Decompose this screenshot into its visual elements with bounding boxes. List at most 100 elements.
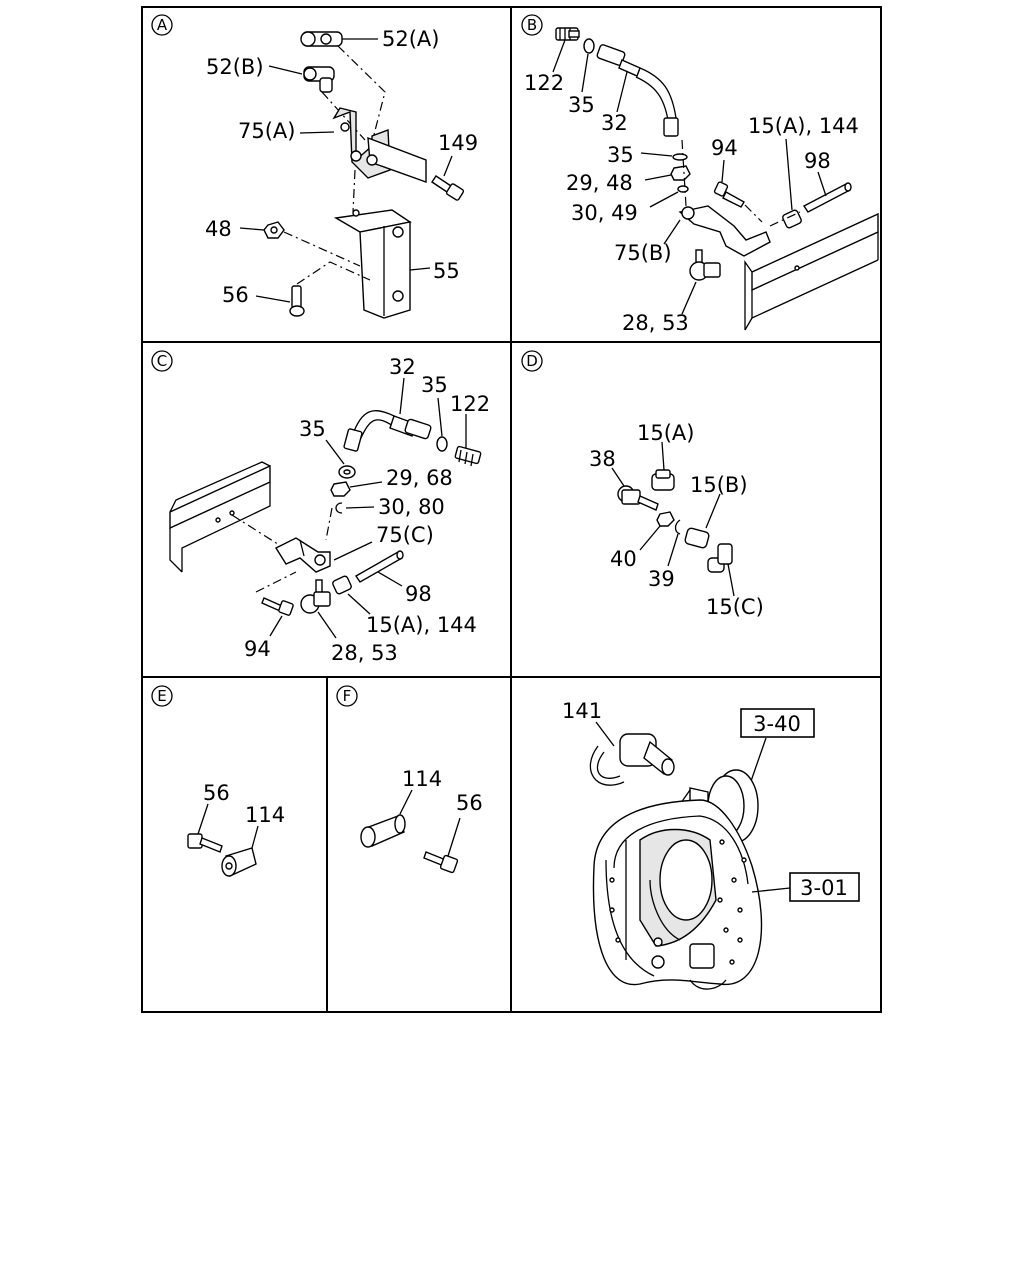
label-35b-upper: 35	[568, 93, 595, 117]
part-28-53-tee	[681, 249, 721, 315]
part-94-bolt	[713, 159, 763, 223]
part-48-nut	[239, 221, 361, 267]
part-38-elbow	[611, 467, 659, 511]
label-55: 55	[433, 259, 460, 283]
label-29-48: 29, 48	[566, 171, 633, 195]
label-98c: 98	[405, 582, 432, 606]
part-15c-elbow	[707, 543, 735, 597]
label-52b: 52(B)	[206, 55, 264, 79]
part-98-pipe	[769, 171, 852, 227]
svg-text:3-40: 3-40	[753, 712, 801, 736]
label-114f: 114	[402, 767, 442, 791]
brake-shoe-assembly	[592, 799, 763, 990]
part-122-bolt	[552, 27, 580, 73]
svg-text:C: C	[157, 352, 167, 370]
label-32b: 32	[601, 111, 628, 135]
panel-a: A 52(A) 52(B) 75	[151, 14, 478, 319]
panel-b: B 122 35 32 35	[521, 14, 879, 335]
label-94b: 94	[711, 136, 738, 160]
label-75c: 75(C)	[376, 523, 434, 547]
label-15b: 15(B)	[690, 473, 748, 497]
part-28-53-tee-c	[300, 579, 337, 639]
label-52a: 52(A)	[382, 27, 439, 51]
part-56-bolt	[255, 261, 371, 317]
svg-text:A: A	[157, 16, 168, 34]
part-122-bolt-c	[454, 414, 482, 467]
label-40: 40	[610, 547, 637, 571]
svg-text:3-01: 3-01	[800, 876, 848, 900]
label-56: 56	[222, 283, 249, 307]
label-149: 149	[438, 131, 478, 155]
label-56f: 56	[456, 791, 483, 815]
part-141-elbow	[589, 721, 675, 786]
part-15b-sleeve	[684, 493, 721, 549]
panel-marker-d: D	[521, 350, 543, 372]
label-15a-d: 15(A)	[637, 421, 694, 445]
frame-rail-c	[169, 461, 285, 573]
panel-marker-f: F	[336, 685, 358, 707]
part-35-washer-c-right	[436, 397, 448, 452]
part-39-ring	[667, 519, 681, 567]
part-114-tee-e	[221, 825, 259, 878]
label-15a-144-b: 15(A), 144	[748, 114, 859, 138]
panel-c: C 32 35 122 35	[151, 350, 490, 665]
label-122c: 122	[450, 392, 490, 416]
panel-f: F 114 56	[336, 685, 483, 874]
part-15a-144-connector	[782, 138, 802, 229]
label-56e: 56	[203, 781, 230, 805]
part-35-washer-c-left	[325, 439, 356, 479]
label-75b: 75(B)	[614, 241, 672, 265]
label-98b: 98	[804, 149, 831, 173]
label-75a: 75(A)	[238, 119, 295, 143]
label-32c: 32	[389, 355, 416, 379]
label-114e: 114	[245, 803, 285, 827]
label-35c-left: 35	[299, 417, 326, 441]
label-28-53-b: 28, 53	[622, 311, 689, 335]
part-75c-bracket	[274, 537, 373, 573]
part-15a-cap-d	[651, 441, 675, 491]
part-32-hose-c	[343, 377, 432, 452]
panel-marker-e: E	[151, 685, 173, 707]
part-15a-144-connector-c	[332, 575, 371, 615]
label-30-80: 30, 80	[378, 495, 445, 519]
part-75b-bracket	[663, 205, 771, 257]
part-55-frame-bracket	[333, 209, 431, 319]
part-30-80-ring	[325, 502, 375, 541]
label-15a-144-c: 15(A), 144	[366, 613, 477, 637]
label-35c-right: 35	[421, 373, 448, 397]
label-29-68: 29, 68	[386, 466, 453, 490]
part-35-washer-lower	[640, 152, 688, 161]
label-122b: 122	[524, 71, 564, 95]
panel-g: 141 3-40	[562, 699, 860, 990]
svg-text:E: E	[157, 687, 166, 705]
label-15c: 15(C)	[706, 595, 764, 619]
label-28-53-c: 28, 53	[331, 641, 398, 665]
part-52b-fitting	[268, 65, 335, 93]
panel-d: D 15(A) 38 40 39	[521, 350, 764, 619]
part-29-68-nut	[330, 481, 383, 497]
label-94c: 94	[244, 637, 271, 661]
label-141: 141	[562, 699, 602, 723]
label-30-49: 30, 49	[571, 201, 638, 225]
part-29-48-nut	[644, 165, 691, 181]
svg-text:D: D	[526, 352, 538, 370]
part-94-bolt-c	[255, 571, 297, 637]
part-40-nut	[639, 511, 675, 551]
panel-marker-a: A	[151, 14, 173, 36]
part-56-bolt-f	[423, 817, 461, 874]
part-35-washer-upper	[581, 38, 595, 93]
part-98-pipe-c	[355, 550, 404, 587]
label-48: 48	[205, 217, 232, 241]
part-56-bolt-e	[187, 803, 223, 853]
part-52a-fitting	[300, 31, 378, 47]
panel-marker-c: C	[151, 350, 173, 372]
diagram-frame	[141, 6, 882, 1013]
part-149-bolt	[431, 155, 465, 201]
reference-box-3-01: 3-01	[751, 872, 860, 902]
label-35b-lower: 35	[607, 143, 634, 167]
svg-text:B: B	[527, 16, 537, 34]
label-39: 39	[648, 567, 675, 591]
frame-rail-b	[744, 212, 879, 331]
svg-text:F: F	[343, 687, 352, 705]
